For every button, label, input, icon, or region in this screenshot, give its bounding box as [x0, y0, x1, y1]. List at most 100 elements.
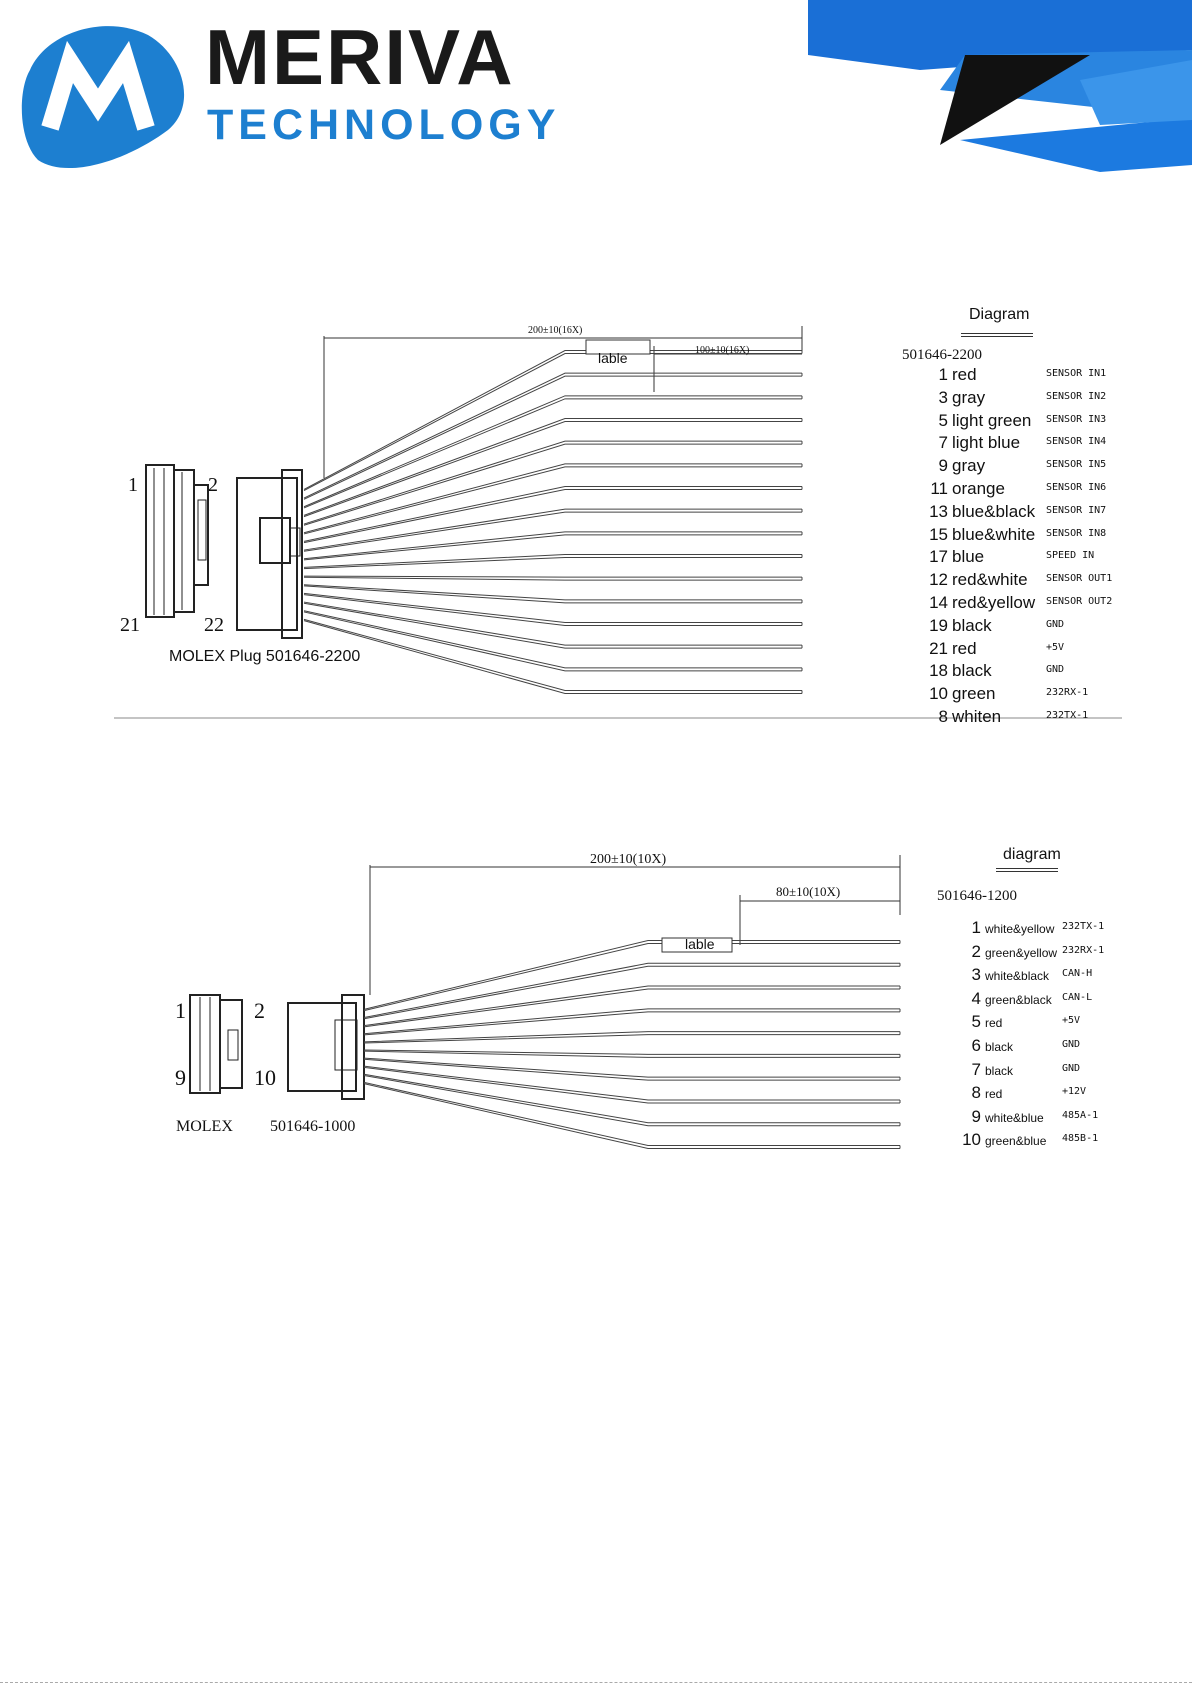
- wire-color: green&yellow: [985, 945, 1058, 960]
- pin-number: 8: [938, 707, 948, 726]
- wire: [363, 962, 900, 1019]
- wire-color: black: [952, 615, 992, 635]
- pin-number: 6: [971, 1036, 981, 1055]
- total-length-dimension: 200±10(16X): [528, 325, 583, 336]
- signal-name: GND: [1046, 618, 1065, 630]
- wire: [303, 508, 802, 551]
- wire: [303, 575, 802, 578]
- pin-number: 5: [971, 1012, 981, 1032]
- wire-color: blue&black: [952, 501, 1036, 521]
- wire: [303, 557, 802, 570]
- signal-name: SENSOR IN2: [1046, 390, 1107, 402]
- wire: [303, 601, 802, 646]
- wire: [303, 554, 802, 568]
- pin-number: 7: [938, 433, 948, 453]
- wire-color: black: [952, 661, 992, 681]
- wire: [303, 594, 802, 626]
- wire: [303, 466, 802, 535]
- brand-name: MERIVA: [205, 13, 515, 101]
- signal-name: 485A-1: [1062, 1109, 1099, 1121]
- pin-number: 2: [971, 941, 981, 961]
- pin-number: 10: [962, 1130, 981, 1150]
- pin-number: 15: [929, 524, 948, 544]
- wire: [303, 584, 802, 601]
- wire-color: orange: [952, 479, 1005, 498]
- legend-title-underline: [996, 868, 1058, 872]
- signal-name: SENSOR OUT2: [1046, 596, 1113, 607]
- signal-name: SENSOR IN5: [1046, 459, 1107, 471]
- signal-name: 485B-1: [1062, 1133, 1099, 1145]
- wire: [363, 1074, 900, 1127]
- pin-number: 19: [929, 615, 948, 635]
- pin-number: 8: [971, 1083, 981, 1103]
- pin-number: 4: [971, 988, 981, 1008]
- signal-name: SENSOR IN1: [1046, 368, 1107, 379]
- wire: [303, 395, 802, 508]
- pin-corner-label: 1: [128, 474, 138, 496]
- pin-number: 3: [971, 965, 981, 985]
- harness-drawing-10pin: [189, 855, 901, 1149]
- pin-corner-label: 21: [120, 614, 140, 636]
- wire-color: red: [952, 638, 977, 658]
- wire-color: blue: [952, 547, 985, 567]
- wire: [303, 375, 802, 500]
- signal-name: SENSOR IN7: [1046, 504, 1107, 516]
- pin-number: 9: [938, 456, 948, 476]
- wire-color: white&blue: [985, 1110, 1044, 1125]
- signal-name: SENSOR OUT1: [1046, 573, 1113, 585]
- pin-number: 17: [929, 547, 948, 567]
- page-bottom-border: [0, 1682, 1192, 1683]
- wire: [303, 440, 802, 525]
- wire: [303, 511, 802, 552]
- signal-name: SENSOR IN6: [1046, 482, 1107, 493]
- brand-subtitle: TECHNOLOGY: [207, 101, 561, 149]
- pin-corner-label: 22: [204, 614, 224, 636]
- pin-corner-label: 9: [175, 1065, 186, 1090]
- connector-side-10pin: [287, 994, 365, 1100]
- wire-bundle-10pin: [363, 940, 901, 1149]
- signal-name: 232RX-1: [1046, 687, 1089, 699]
- wire: [363, 940, 900, 1010]
- pin-corner-label: 10: [254, 1065, 276, 1090]
- wire: [363, 1058, 900, 1081]
- signal-name: 232TX-1: [1046, 710, 1089, 721]
- meriva-logo-icon: [21, 26, 185, 169]
- wire: [363, 1011, 900, 1036]
- wire: [363, 1049, 900, 1055]
- wire: [363, 988, 900, 1028]
- connector-face-22pin: [145, 464, 209, 618]
- wire: [303, 372, 802, 499]
- wire: [303, 421, 802, 518]
- wire: [363, 1050, 900, 1058]
- wire: [363, 943, 900, 1012]
- wire-color: black: [985, 1040, 1014, 1054]
- signal-name: SPEED IN: [1046, 550, 1095, 562]
- wire-color: light blue: [952, 433, 1021, 453]
- signal-name: +5V: [1046, 641, 1065, 653]
- harness-drawing-22pin: [114, 326, 1122, 719]
- legend-title: Diagram: [969, 306, 1030, 323]
- pin-number: 11: [930, 479, 948, 498]
- signal-name: GND: [1062, 1062, 1081, 1074]
- pin-number: 1: [938, 365, 948, 384]
- wire: [303, 620, 802, 694]
- part-number: 501646-1200: [937, 888, 1017, 904]
- pin-corner-label: 1: [175, 998, 186, 1023]
- total-length-dimension: 200±10(10X): [590, 852, 667, 867]
- signal-name: SENSOR IN8: [1046, 527, 1107, 539]
